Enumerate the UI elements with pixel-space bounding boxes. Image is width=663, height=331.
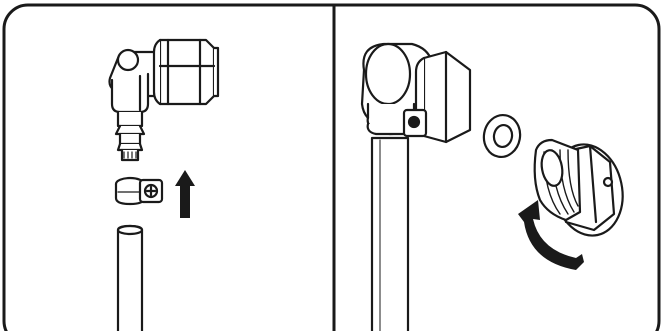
threaded-plug bbox=[535, 138, 631, 242]
clamped-hose bbox=[372, 138, 408, 331]
hose-barb bbox=[116, 112, 144, 160]
panel-left bbox=[110, 40, 219, 331]
hose bbox=[118, 226, 142, 331]
elbow-connector bbox=[110, 40, 219, 112]
sealing-washer bbox=[481, 112, 524, 160]
hose-clamp bbox=[116, 178, 162, 204]
panel-right bbox=[362, 44, 631, 331]
up-arrow-icon bbox=[175, 170, 195, 218]
